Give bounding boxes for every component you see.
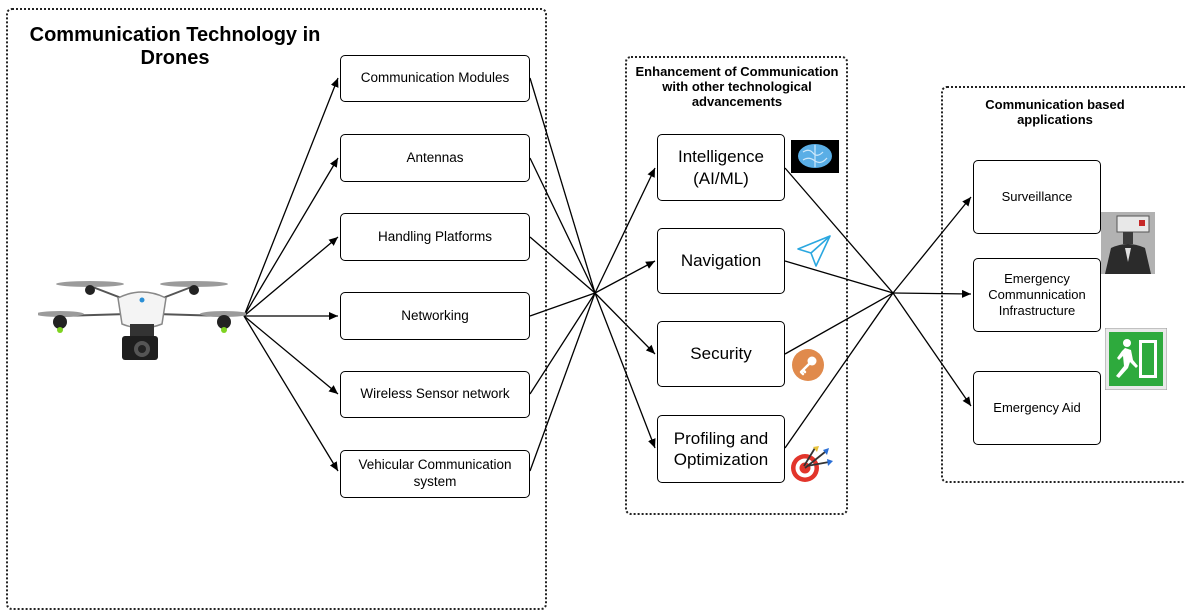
node-surveillance: Surveillance bbox=[973, 160, 1101, 234]
applications-group bbox=[941, 86, 1185, 483]
arrow-drone-to-antennas bbox=[243, 157, 339, 317]
key-icon bbox=[792, 349, 824, 381]
arrow-hub-to-profiling bbox=[594, 292, 656, 449]
arrow-hub-to-navigation bbox=[594, 260, 656, 294]
arrow-drone-to-communication-modules bbox=[243, 77, 339, 317]
arrow-hub-to-emergency-aid bbox=[892, 292, 972, 407]
target-darts-icon bbox=[791, 446, 833, 482]
node-handling-platforms: Handling Platforms bbox=[340, 213, 530, 261]
node-emergency-aid: Emergency Aid bbox=[973, 371, 1101, 445]
line-antennas-to-hub bbox=[529, 157, 596, 294]
arrow-drone-to-vehicular-communication bbox=[243, 315, 339, 472]
node-profiling-optimization: Profiling and Optimization bbox=[657, 415, 785, 483]
arrow-drone-to-handling-platforms bbox=[243, 236, 339, 317]
line-intelligence-to-hub bbox=[784, 167, 894, 294]
arrow-hub-to-security bbox=[594, 292, 656, 355]
arrow-hub-to-surveillance bbox=[892, 196, 972, 294]
enhancement-group bbox=[625, 56, 848, 515]
node-communication-modules: Communication Modules bbox=[340, 55, 530, 102]
line-security-to-hub bbox=[784, 292, 894, 355]
paper-plane-icon bbox=[797, 235, 831, 267]
line-wireless-sensor-network-to-hub bbox=[529, 292, 596, 395]
node-navigation: Navigation bbox=[657, 228, 785, 294]
emergency-exit-sign-icon bbox=[1105, 328, 1167, 390]
drone-image bbox=[38, 281, 246, 360]
arrow-drone-to-wireless-sensor-network bbox=[243, 315, 339, 395]
line-networking-to-hub bbox=[529, 292, 596, 317]
applications-title: Communication based applications bbox=[985, 97, 1125, 127]
node-vehicular-communication-system: Vehicular Communication system bbox=[340, 450, 530, 498]
line-handling-platforms-to-hub bbox=[529, 236, 596, 294]
brain-icon bbox=[791, 140, 839, 173]
enhancement-title: Enhancement of Communication with other … bbox=[635, 64, 839, 109]
line-navigation-to-hub bbox=[784, 260, 894, 294]
node-emergency-infrastructure: Emergency Communnication Infrastructure bbox=[973, 258, 1101, 332]
technology-group bbox=[6, 8, 547, 610]
node-intelligence: Intelligence (AI/ML) bbox=[657, 134, 785, 201]
line-vehicular-communication-to-hub bbox=[529, 292, 596, 472]
node-networking: Networking bbox=[340, 292, 530, 340]
technology-title: Communication Technology in Drones bbox=[29, 24, 321, 69]
node-wireless-sensor-network: Wireless Sensor network bbox=[340, 371, 530, 418]
arrow-hub-to-intelligence bbox=[594, 167, 656, 294]
line-communication-modules-to-hub bbox=[529, 77, 596, 294]
node-antennas: Antennas bbox=[340, 134, 530, 182]
node-security: Security bbox=[657, 321, 785, 387]
line-profiling-to-hub bbox=[784, 292, 894, 449]
arrow-hub-to-emergency-infrastructure bbox=[892, 289, 972, 298]
surveillance-camera-icon bbox=[1101, 212, 1155, 274]
